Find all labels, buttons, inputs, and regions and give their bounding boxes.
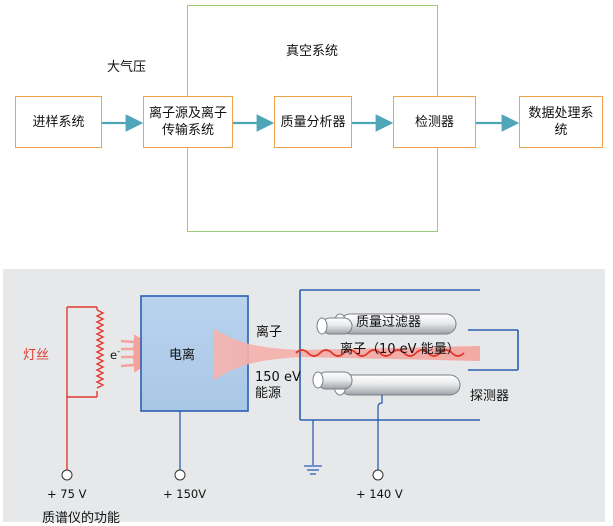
ionization-label: 电离 <box>169 348 196 363</box>
voltage-75: + 75 V <box>47 487 87 501</box>
data-processing-box: 数据处理系统 <box>519 96 603 148</box>
atmosphere-label: 大气压 <box>107 60 147 75</box>
electron-symbol: e <box>110 347 118 362</box>
detector-label: 探测器 <box>470 389 510 404</box>
connection-wires <box>179 395 383 470</box>
ions-label: 离子 <box>256 325 283 340</box>
ion-source-box: 离子源及离子传输系统 <box>143 96 233 148</box>
detector-box: 检测器 <box>393 96 476 148</box>
terminals <box>61 469 384 481</box>
ground-symbol <box>304 465 322 475</box>
filament-coil <box>66 306 105 470</box>
caption: 质谱仪的功能 <box>42 511 121 526</box>
electron-charge: - <box>117 347 120 356</box>
quadrupole-rods <box>312 313 461 396</box>
voltage-140: + 140 V <box>356 487 403 501</box>
voltage-150: + 150V <box>163 487 207 501</box>
mass-analyzer-box: 质量分析器 <box>274 96 352 148</box>
ion-energy-label: 离子（10 eV 能量） <box>340 342 460 357</box>
vacuum-system-label: 真空系统 <box>286 44 339 59</box>
energy-source-label: 150 eV 能源 <box>255 370 301 401</box>
ion-wave <box>295 349 465 357</box>
ion-beam <box>213 328 480 381</box>
electron-label: e- <box>110 347 120 362</box>
mass-filter-label: 质量过滤器 <box>356 315 422 330</box>
schematic-panel <box>3 269 605 522</box>
mass-filter-frame <box>299 289 519 421</box>
filament-label: 灯丝 <box>23 348 50 363</box>
inlet-system-box: 进样系统 <box>15 96 102 148</box>
